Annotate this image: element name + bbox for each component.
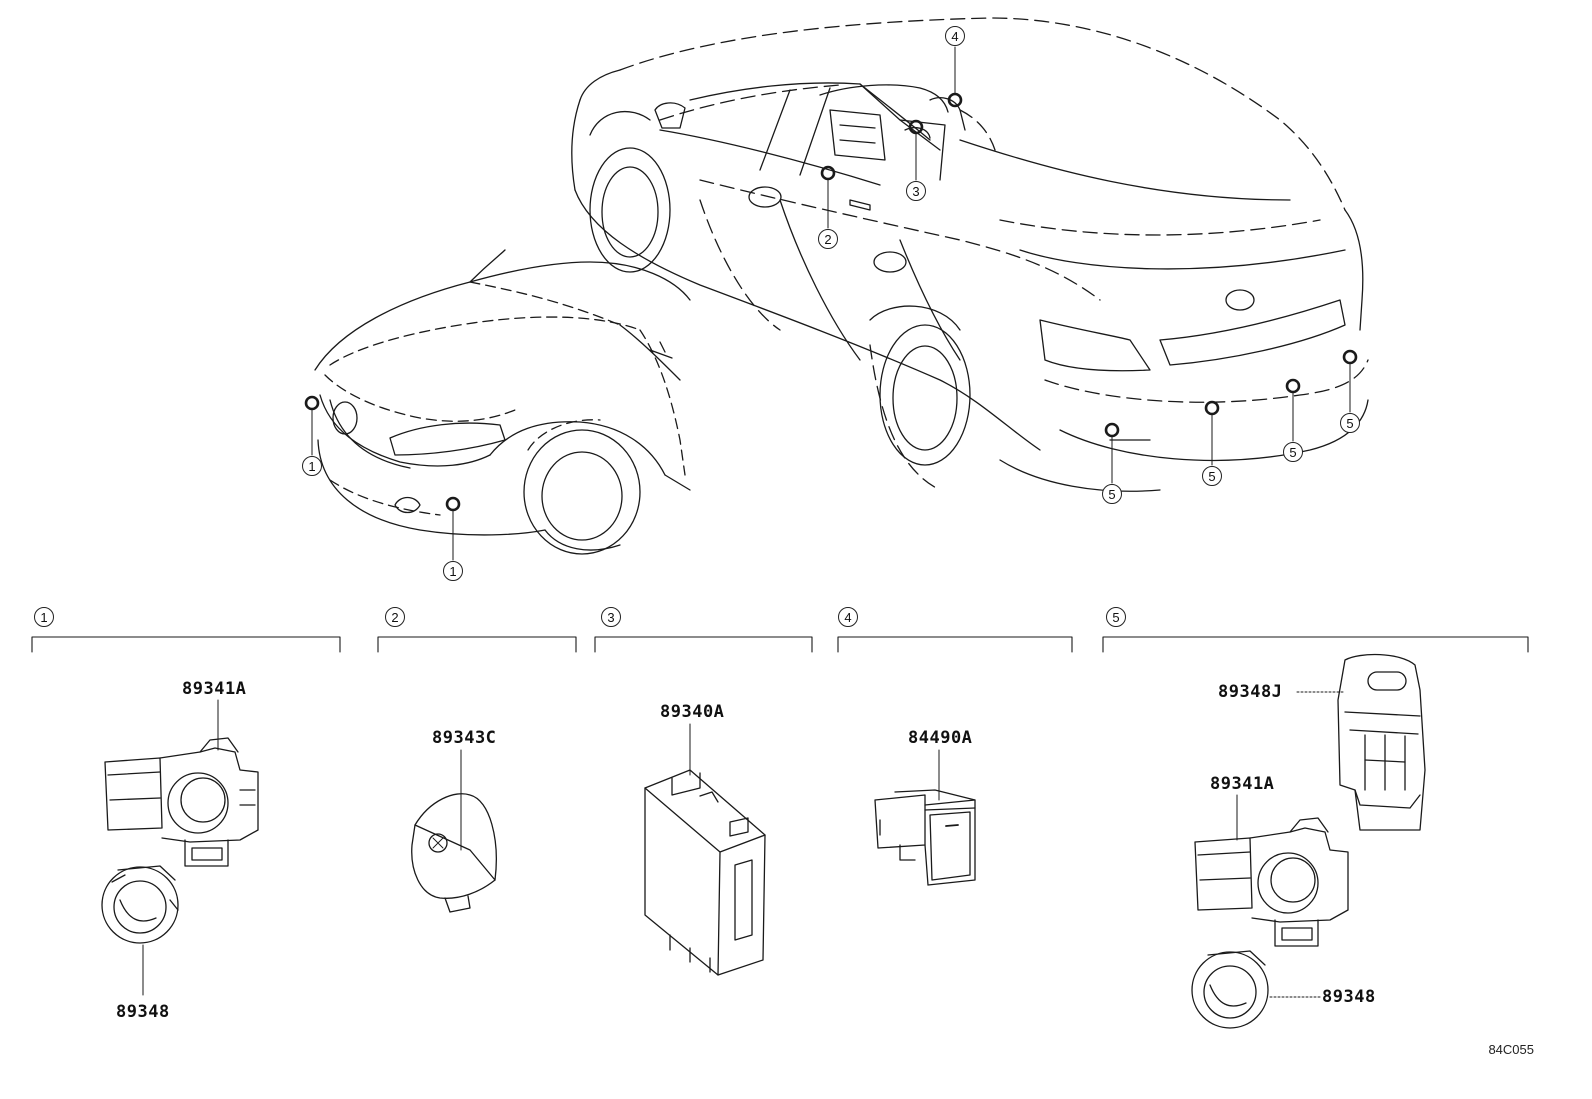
part-drawing-89348-s5 <box>1191 950 1321 1029</box>
callout-1-front-left[interactable]: 1 <box>302 456 322 476</box>
callout-4[interactable]: 4 <box>945 26 965 46</box>
part-label-89341A-section1[interactable]: 89341A <box>182 679 247 699</box>
callout-5-c[interactable]: 5 <box>1283 442 1303 462</box>
callout-1-front-right[interactable]: 1 <box>443 561 463 581</box>
rear-car-drawing <box>571 17 1369 492</box>
section-4-header: 4 <box>838 607 858 627</box>
part-label-89348-section5[interactable]: 89348 <box>1322 987 1376 1007</box>
part-drawing-89340A <box>644 723 766 976</box>
part-label-89343C[interactable]: 89343C <box>432 728 497 748</box>
front-car-drawing <box>314 249 691 555</box>
callout-3[interactable]: 3 <box>906 181 926 201</box>
callout-2[interactable]: 2 <box>818 229 838 249</box>
diagram-code: 84C055 <box>1488 1042 1534 1057</box>
sensor-marker-rear-1 <box>1104 422 1120 438</box>
part-drawing-89343C <box>411 749 497 913</box>
callout-5-d[interactable]: 5 <box>1340 413 1360 433</box>
part-label-84490A[interactable]: 84490A <box>908 728 973 748</box>
part-label-89340A[interactable]: 89340A <box>660 702 725 722</box>
section-brackets <box>31 636 1529 653</box>
part-label-89341A-section5[interactable]: 89341A <box>1210 774 1275 794</box>
part-drawing-89341A-s1 <box>104 699 259 867</box>
callout-leaders <box>311 46 1351 561</box>
section-3-header: 3 <box>601 607 621 627</box>
sensor-marker-rear-3 <box>1285 378 1301 394</box>
section-2-header: 2 <box>385 607 405 627</box>
section-1-header: 1 <box>34 607 54 627</box>
sensor-marker-front-left <box>304 395 320 411</box>
part-label-89348J[interactable]: 89348J <box>1218 682 1283 702</box>
part-drawing-89341A-s5 <box>1194 794 1349 947</box>
sensor-marker-front-right <box>445 496 461 512</box>
part-drawing-84490A <box>874 749 976 886</box>
part-drawing-89348J <box>1296 653 1426 831</box>
sensor-marker-rear-2 <box>1204 400 1220 416</box>
sensor-marker-rear-4 <box>1342 349 1358 365</box>
part-label-89348-section1[interactable]: 89348 <box>116 1002 170 1022</box>
callout-5-b[interactable]: 5 <box>1202 466 1222 486</box>
section-5-header: 5 <box>1106 607 1126 627</box>
callout-5-a[interactable]: 5 <box>1102 484 1122 504</box>
part-drawing-89348-s1 <box>101 865 179 996</box>
sensor-markers <box>304 92 1358 512</box>
